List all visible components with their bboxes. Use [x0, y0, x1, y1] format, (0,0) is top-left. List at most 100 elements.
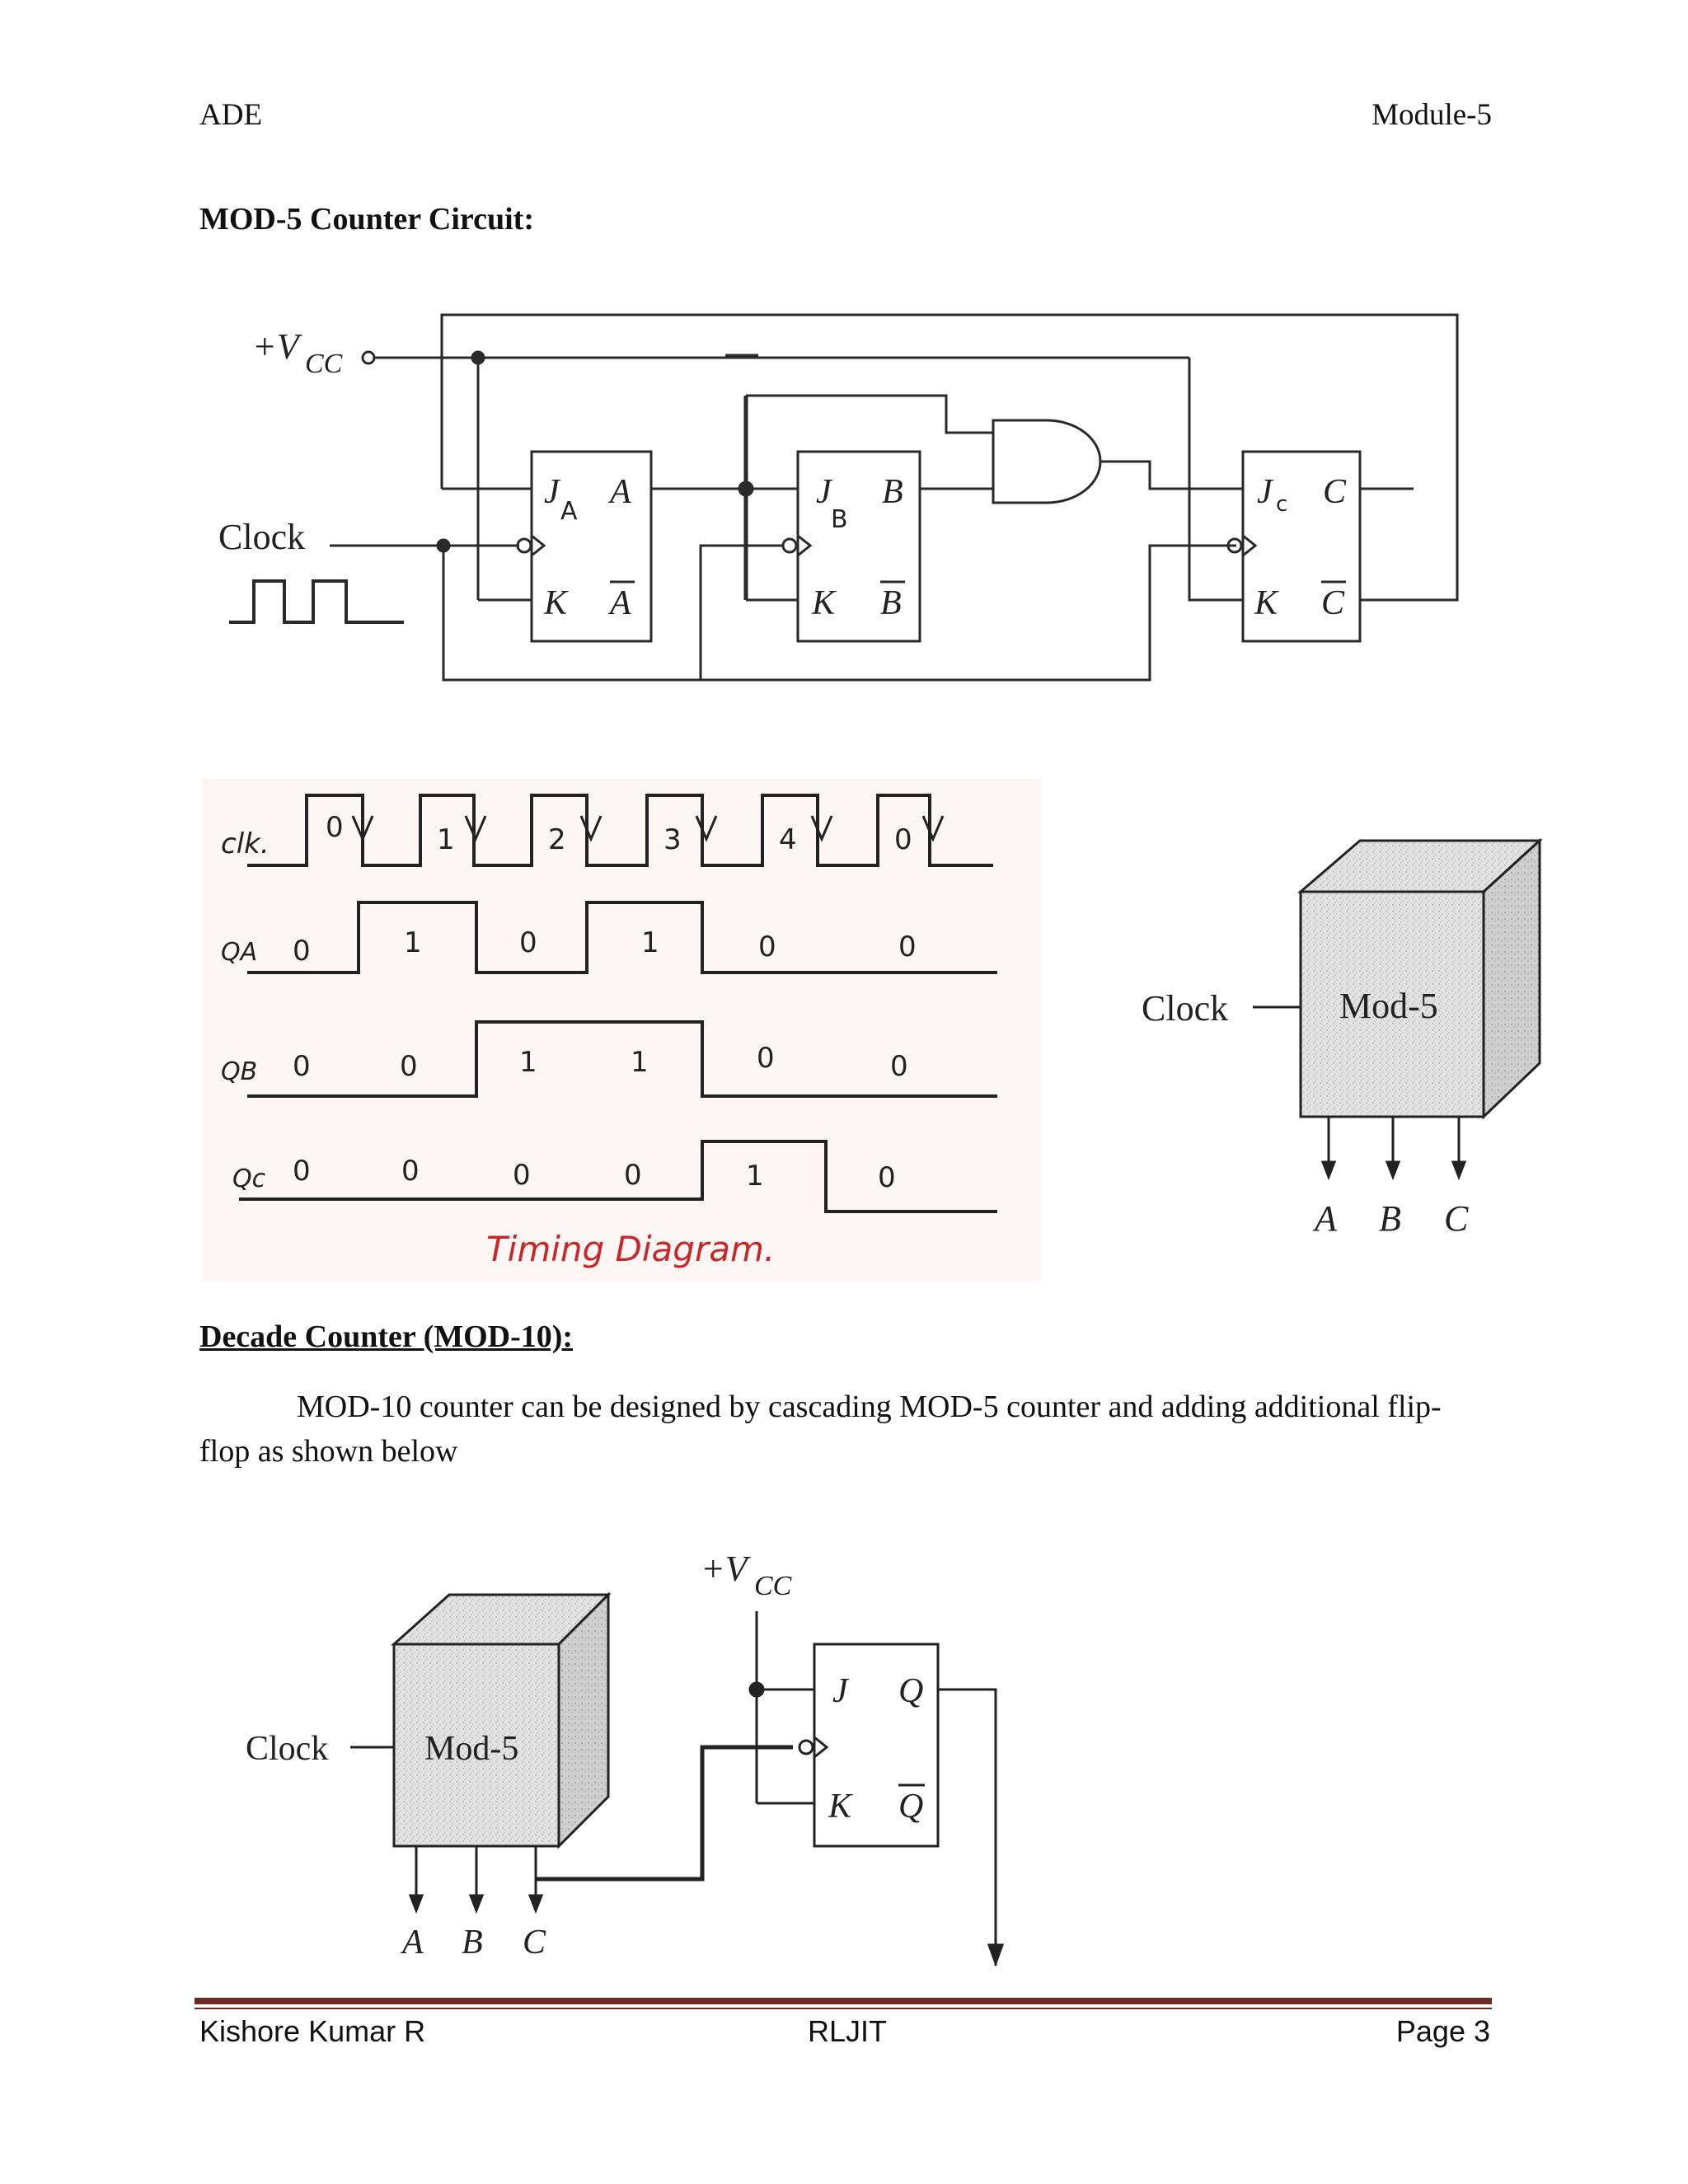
block1-name: Mod-5 — [1339, 986, 1438, 1026]
mod10-ff-k: K — [828, 1788, 853, 1825]
footer-author: Kishore Kumar R — [199, 2014, 426, 2048]
qb-val-1: 0 — [400, 1050, 418, 1083]
clk-waveform — [247, 794, 993, 867]
clk-count-2: 2 — [548, 823, 566, 856]
footer-rule-thin — [195, 2008, 1492, 2009]
ffa-q: A — [607, 473, 631, 511]
qc-val-3: 0 — [624, 1159, 642, 1192]
section-title-decade: Decade Counter (MOD-10): — [199, 1319, 574, 1354]
qc-val-0: 0 — [293, 1155, 311, 1188]
clk-count-5: 0 — [894, 823, 912, 856]
ffc-qbar: C — [1321, 584, 1345, 622]
clk-count-4: 4 — [779, 823, 797, 856]
ffb-qbar: B — [880, 584, 902, 622]
ffc-j-sub: c — [1276, 492, 1287, 517]
timing-qc-label: Qc — [232, 1165, 266, 1193]
clk-count-3: 3 — [663, 823, 682, 856]
qb-val-5: 0 — [890, 1050, 908, 1083]
vcc-label: +V — [252, 326, 303, 367]
mod10-vcc-sub: CC — [754, 1571, 792, 1601]
mod10-circuit-diagram: Mod-5 Clock A B C +V CC J Q K Q — [246, 1549, 1005, 1967]
vcc-to-kc-wire — [1188, 358, 1243, 602]
ffb-k: K — [811, 584, 837, 622]
mod10-ff-qbar: Q — [898, 1788, 923, 1825]
c-to-clock-wire — [536, 1745, 793, 1882]
block1-front-face — [1299, 890, 1485, 1118]
qa-val-5: 0 — [898, 930, 917, 963]
ffc-j: J — [1257, 473, 1274, 511]
mod10-ff-clock-bubble — [798, 1739, 814, 1755]
timing-qa-label: QA — [221, 938, 257, 967]
flipflop-b — [796, 450, 921, 643]
block2-name: Mod-5 — [424, 1730, 518, 1768]
decade-paragraph: MOD-10 counter can be designed by cascad… — [199, 1385, 1485, 1474]
mod10-vcc-label: +V — [701, 1549, 752, 1589]
clock-distribution-wire — [442, 544, 1236, 682]
qa-val-0: 0 — [293, 935, 311, 968]
header-right: Module-5 — [1372, 98, 1492, 132]
block1-clock-label: Clock — [1142, 988, 1228, 1029]
timing-qb-label: QB — [221, 1057, 257, 1086]
block2-front-face — [392, 1643, 560, 1848]
ffa-k: K — [543, 584, 569, 622]
clock-label: Clock — [218, 517, 305, 557]
timing-clk-label: clk. — [221, 827, 270, 860]
qc-val-2: 0 — [513, 1159, 531, 1192]
ffc-k: K — [1254, 584, 1279, 622]
qb-waveform — [247, 1020, 997, 1098]
footer-rule — [195, 1998, 1492, 2004]
qa-val-2: 0 — [519, 926, 537, 959]
qa-waveform — [247, 901, 997, 974]
flipflop-c — [1241, 450, 1362, 643]
footer-institution: RLJIT — [808, 2014, 888, 2048]
vcc-sub-label: CC — [305, 349, 343, 379]
mod5-block-diagram: Mod-5 Clock A B C — [1142, 837, 1543, 1239]
ffa-clock-bubble — [516, 537, 532, 554]
mod10-ff-j: J — [832, 1672, 850, 1710]
qb-val-2: 1 — [519, 1046, 537, 1079]
footer-page-number: Page 3 — [1395, 2014, 1490, 2048]
qa-to-and-wire — [746, 394, 993, 434]
ffb-q: B — [882, 473, 903, 511]
ffb-clock-wire — [699, 544, 783, 680]
qc-val-4: 1 — [746, 1160, 764, 1193]
qb-val-4: 0 — [757, 1042, 775, 1075]
block2-clock-label: Clock — [246, 1730, 328, 1768]
timing-diagram: clk. 0 1 2 3 4 0 QA 0 1 0 1 0 0 QB 0 0 1… — [202, 779, 1041, 1282]
qc-waveform — [239, 1140, 997, 1213]
ffa-qbar: A — [607, 584, 631, 622]
and-gate — [992, 419, 1102, 504]
clk-count-0: 0 — [326, 811, 344, 844]
ffc-clock-bubble — [1226, 537, 1243, 554]
clk-count-1: 1 — [437, 823, 455, 856]
clock-waveform-icon — [229, 579, 404, 624]
qb-val-3: 1 — [631, 1046, 649, 1079]
qc-val-5: 0 — [878, 1161, 896, 1194]
ffb-j-sub: B — [831, 505, 848, 534]
qa-val-3: 1 — [641, 926, 659, 959]
mod10-ff-q: Q — [898, 1672, 923, 1710]
block1-output-arrows — [1320, 1117, 1467, 1181]
ffc-q: C — [1323, 473, 1347, 511]
ffb-clock-bubble — [781, 537, 798, 554]
ffb-j: J — [816, 473, 833, 511]
vcc-terminal — [361, 350, 376, 365]
block2-output-arrows — [408, 1846, 544, 1915]
block1-out-a: A — [1312, 1198, 1338, 1239]
qc-val-1: 0 — [401, 1155, 420, 1188]
section-title-mod5: MOD-5 Counter Circuit: — [199, 202, 534, 237]
qb-val-0: 0 — [293, 1050, 311, 1083]
block2-out-a: A — [400, 1924, 424, 1961]
qa-val-1: 1 — [404, 926, 422, 959]
mod5-circuit-diagram: +V CC Clock J A A K A — [218, 313, 1459, 682]
block2-out-b: B — [462, 1924, 483, 1961]
mod10-flipflop — [813, 1643, 940, 1848]
qa-val-4: 0 — [758, 930, 776, 963]
timing-background — [202, 779, 1041, 1282]
block1-out-b: B — [1379, 1198, 1401, 1239]
ffa-j-sub: A — [560, 497, 578, 526]
block1-out-c: C — [1444, 1198, 1469, 1239]
timing-caption: Timing Diagram. — [486, 1229, 775, 1269]
block2-out-c: C — [523, 1924, 546, 1961]
